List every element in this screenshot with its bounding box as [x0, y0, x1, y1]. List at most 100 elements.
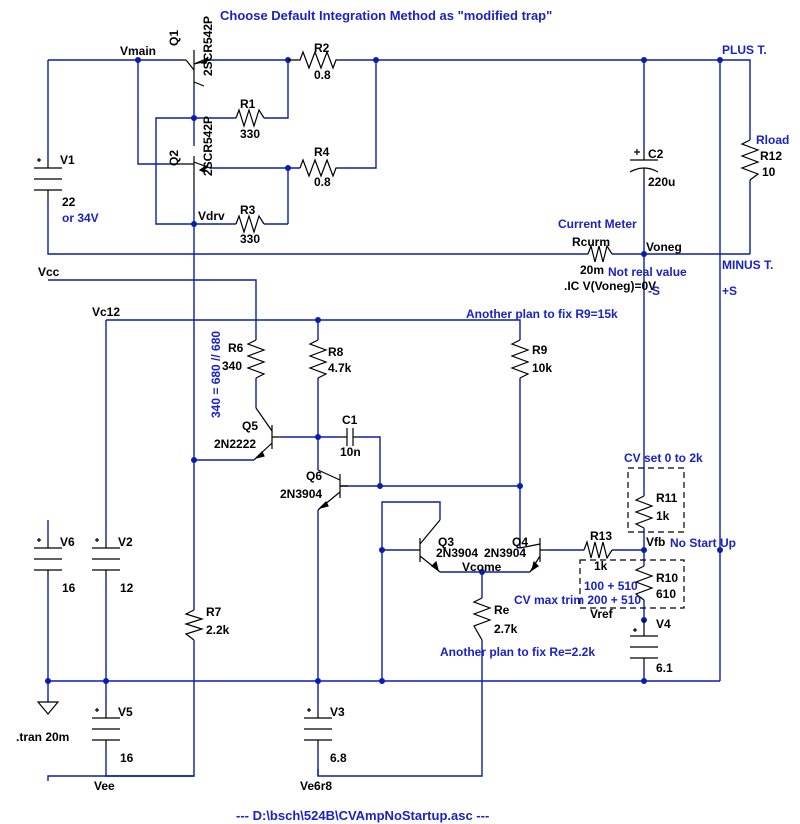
junctions: [45, 57, 723, 684]
junction: [641, 251, 647, 257]
voltage-source-v6: [34, 538, 62, 578]
cv-trim-box: [579, 559, 685, 609]
transistor-q2: [176, 156, 211, 194]
transistor-q4: [519, 538, 548, 573]
transistor-q5: [253, 407, 282, 461]
note-integration: Choose Default Integration Method as "mo…: [220, 8, 552, 23]
transistors: [176, 50, 548, 573]
net-voneg: Voneg: [646, 240, 682, 254]
label-q5: Q5: [242, 419, 258, 433]
value-v5: 16: [120, 751, 134, 765]
resistor-r12: [740, 139, 760, 181]
junction: [717, 547, 723, 553]
value-r13: 1k: [594, 559, 608, 573]
transistor-q1: [180, 50, 211, 88]
value-r6: 340: [222, 359, 242, 373]
net-plus-t: PLUS T.: [722, 43, 767, 57]
value-re: 2.7k: [494, 622, 518, 636]
note-not-real: Not real value: [608, 265, 687, 279]
net-minus-t: MINUS T.: [722, 258, 773, 272]
resistor-r8: [308, 339, 328, 379]
label-v1: V1: [60, 153, 75, 167]
voltage-source-v5: [92, 708, 120, 748]
voltage-sources: [32, 158, 658, 748]
voltage-source-v4: [630, 620, 658, 665]
note-r10-alt: 100 + 510: [584, 579, 638, 593]
label-q1: Q1: [167, 30, 181, 46]
junction: [45, 678, 51, 684]
resistor-r11: [634, 495, 654, 529]
value-r8: 4.7k: [328, 361, 352, 375]
net-ve6r8: Ve6r8: [300, 779, 332, 793]
note-cv-set: CV set 0 to 2k: [624, 451, 703, 465]
alt-v1: or 34V: [62, 211, 99, 225]
label-q3: Q3: [438, 535, 454, 549]
note-r6: 340 = 680 // 680: [209, 331, 223, 418]
resistor-r6: [246, 339, 266, 379]
resistor-r9: [510, 339, 530, 379]
resistors: [183, 50, 760, 641]
transistor-q6: [317, 469, 348, 511]
resistor-re: [472, 597, 492, 641]
junction: [315, 678, 321, 684]
label-r8: R8: [328, 345, 344, 359]
label-v3: V3: [330, 705, 345, 719]
label-v2: V2: [118, 535, 133, 549]
capacitor-c1: [340, 428, 358, 446]
value-r4: 0.8: [314, 175, 331, 189]
label-q4: Q4: [512, 535, 528, 549]
net-vcc: Vcc: [38, 265, 60, 279]
junction: [717, 57, 723, 63]
junction: [285, 165, 291, 171]
voltage-source-v3: [304, 708, 332, 748]
net-vref: Vref: [590, 607, 614, 621]
label-r10: R10: [656, 571, 678, 585]
value-r12: 10: [762, 165, 776, 179]
note-current-meter: Current Meter: [558, 217, 637, 231]
junction: [641, 57, 647, 63]
model-q6: 2N3904: [280, 487, 322, 501]
value-r2: 0.8: [314, 68, 331, 82]
value-rcurm: 20m: [580, 263, 604, 277]
label-q6: Q6: [306, 469, 322, 483]
label-rcurm: Rcurm: [572, 235, 610, 249]
value-v6: 16: [62, 581, 76, 595]
junction: [479, 569, 485, 575]
note-tran: .tran 20m: [16, 730, 69, 744]
value-r3: 330: [240, 232, 260, 246]
model-q5: 2N2222: [214, 437, 256, 451]
net-minus-s: -S: [648, 284, 660, 298]
wires: [47, 59, 751, 781]
net-vee: Vee: [94, 779, 115, 793]
label-r7: R7: [206, 605, 222, 619]
resistor-r3: [235, 213, 265, 235]
label-rload: Rload: [756, 133, 789, 147]
label-c1: C1: [342, 413, 358, 427]
junction: [641, 547, 647, 553]
resistor-r2: [288, 50, 342, 70]
value-v4: 6.1: [656, 661, 673, 675]
resistor-r7: [183, 609, 205, 641]
junction: [379, 547, 385, 553]
junction: [373, 57, 379, 63]
value-r1: 330: [240, 127, 260, 141]
value-c2: 220u: [648, 175, 675, 189]
junction: [135, 57, 141, 63]
label-v5: V5: [118, 705, 133, 719]
note-cv-trim: CV max trim 200 + 510: [514, 593, 641, 607]
label-q2: Q2: [167, 150, 181, 166]
net-vcome: Vcome: [462, 560, 502, 574]
net-vdrv: Vdrv: [198, 209, 225, 223]
note-no-startup: No Start Up: [670, 536, 736, 550]
trim-boxes: [579, 467, 685, 609]
model-q4: 2N3904: [484, 546, 526, 560]
junction: [641, 678, 647, 684]
junction: [191, 457, 197, 463]
label-r9: R9: [532, 343, 548, 357]
model-q1: 2SCR542P: [201, 16, 215, 76]
voltage-source-v1: [32, 158, 64, 198]
resistor-r4: [299, 158, 340, 178]
transistor-q3: [414, 519, 441, 573]
capacitor-c2: [629, 148, 659, 180]
